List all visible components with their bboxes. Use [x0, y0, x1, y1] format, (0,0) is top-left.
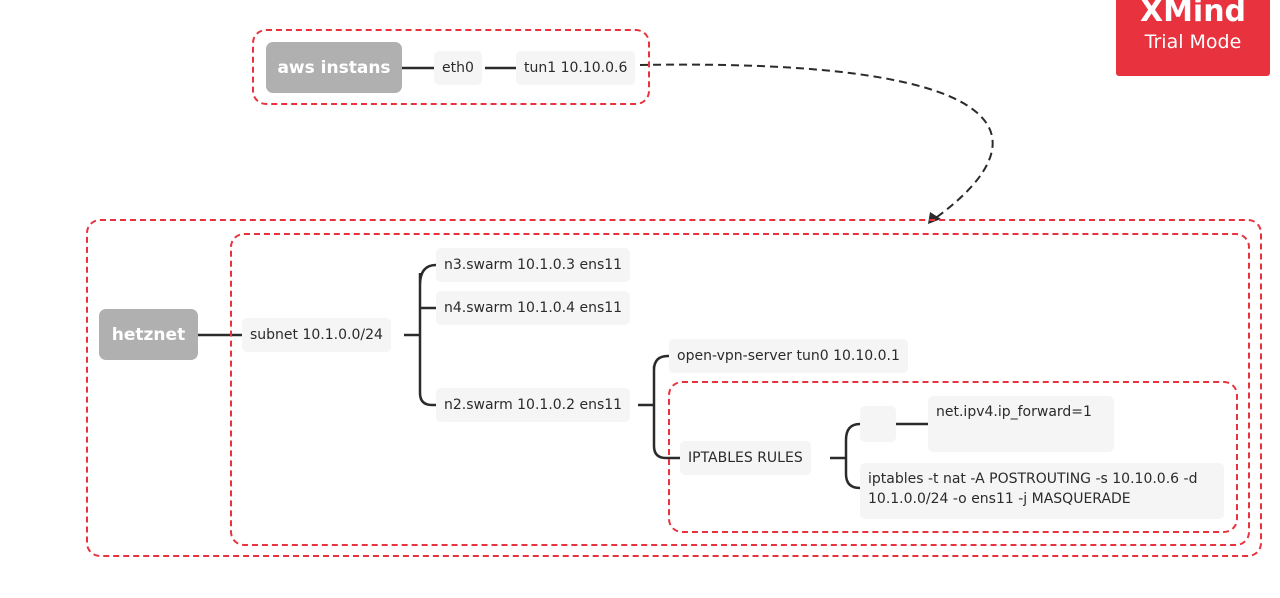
masquerade-rule-topic[interactable]: iptables -t nat -A POSTROUTING -s 10.10.…	[860, 463, 1224, 519]
hetznet-root[interactable]: hetznet	[99, 309, 198, 360]
iptables-rules-topic[interactable]: IPTABLES RULES	[680, 441, 811, 475]
aws-instans-root[interactable]: aws instans	[266, 42, 402, 93]
ip-forward-topic[interactable]: net.ipv4.ip_forward=1	[928, 396, 1114, 452]
subnet-topic[interactable]: subnet 10.1.0.0/24	[242, 318, 391, 352]
subnet-boundary	[230, 233, 1250, 546]
tun1-topic[interactable]: tun1 10.10.0.6	[516, 51, 636, 85]
aws-boundary	[252, 29, 650, 105]
n2-swarm-topic[interactable]: n2.swarm 10.1.0.2 ens11	[436, 388, 631, 422]
relationship-arrow	[639, 63, 994, 223]
watermark-mode: Trial Mode	[1144, 31, 1242, 53]
n4-swarm-topic[interactable]: n4.swarm 10.1.0.4 ens11	[436, 291, 631, 325]
empty-topic[interactable]	[860, 406, 896, 442]
eth0-topic[interactable]: eth0	[434, 51, 482, 85]
watermark-brand: XMind	[1139, 0, 1247, 29]
hetznet-outer-boundary	[86, 219, 1262, 557]
open-vpn-server-topic[interactable]: open-vpn-server tun0 10.10.0.1	[669, 339, 908, 373]
xmind-trial-watermark: XMind Trial Mode	[1116, 0, 1270, 76]
iptables-boundary	[668, 381, 1238, 533]
n3-swarm-topic[interactable]: n3.swarm 10.1.0.3 ens11	[436, 248, 631, 282]
